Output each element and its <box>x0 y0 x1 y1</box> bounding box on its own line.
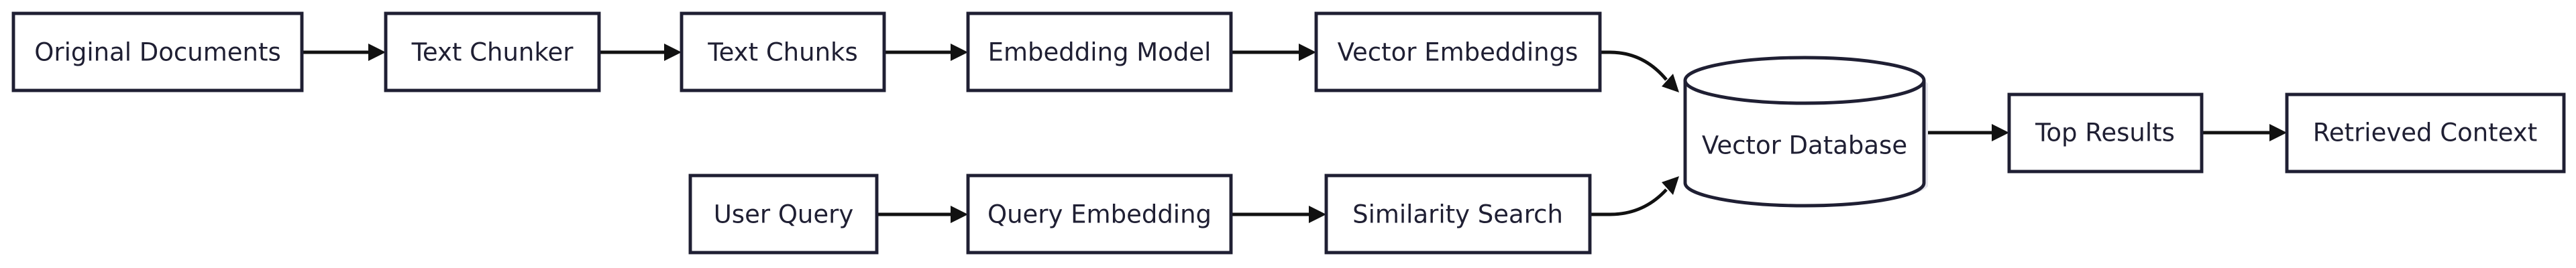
edge-text-chunks-to-embedding-model <box>884 44 968 61</box>
edge-top-results-to-retrieved-context <box>2202 124 2287 141</box>
edge-similarity-search-to-vector-database <box>1590 176 1679 216</box>
node-label: Vector Embeddings <box>1338 38 1578 67</box>
node-label: Text Chunks <box>707 38 857 67</box>
arrow-head <box>1662 176 1679 195</box>
node-box <box>1324 174 1592 255</box>
arrow-head <box>951 206 968 223</box>
arrow-head <box>2269 124 2287 141</box>
edges <box>302 44 2287 223</box>
node-box <box>966 174 1233 255</box>
arrow-head <box>1662 74 1679 92</box>
node-text-chunks: Text Chunks <box>680 11 886 92</box>
node-box <box>384 11 601 92</box>
node-text-chunker: Text Chunker <box>384 11 601 92</box>
node-box <box>1314 11 1602 92</box>
node-label: Top Results <box>2035 119 2175 147</box>
node-vector-database: Vector Database <box>1683 56 1928 208</box>
node-top-ellipse <box>1683 56 1926 105</box>
arrow-head <box>1309 206 1326 223</box>
edge-vector-database-to-top-results <box>1924 124 2009 141</box>
node-label: Similarity Search <box>1352 200 1563 229</box>
edge-text-chunker-to-text-chunks <box>599 44 682 61</box>
node-box <box>966 11 1233 92</box>
node-label: Vector Database <box>1702 131 1907 160</box>
node-box <box>2007 92 2204 174</box>
arrow-head <box>1992 124 2009 141</box>
node-label: Query Embedding <box>987 200 1212 229</box>
edge-line <box>1600 50 1668 81</box>
node-box <box>1683 80 1926 208</box>
node-box <box>680 11 886 92</box>
nodes: Original Documents Text Chunker Text Chu… <box>11 11 2566 255</box>
edge-embedding-model-to-vector-embeddings <box>1231 44 1316 61</box>
node-label: Text Chunker <box>411 38 574 67</box>
arrow-head <box>368 44 386 61</box>
node-label: Embedding Model <box>988 38 1212 67</box>
node-label: Original Documents <box>34 38 281 67</box>
arrow-head <box>664 44 682 61</box>
node-query-embedding: Query Embedding <box>966 174 1233 255</box>
node-similarity-search: Similarity Search <box>1324 174 1592 255</box>
node-vector-embeddings: Vector Embeddings <box>1314 11 1602 92</box>
node-label: Retrieved Context <box>2313 119 2537 147</box>
edge-query-embedding-to-similarity-search <box>1231 206 1326 223</box>
arrow-head <box>951 44 968 61</box>
node-top-results: Top Results <box>2007 92 2204 174</box>
node-user-query: User Query <box>688 174 879 255</box>
node-retrieved-context: Retrieved Context <box>2285 92 2566 174</box>
node-original-documents: Original Documents <box>11 11 304 92</box>
node-label: User Query <box>714 200 854 229</box>
edge-vector-embeddings-to-vector-database <box>1600 50 1679 92</box>
edge-user-query-to-query-embedding <box>877 206 968 223</box>
arrow-head <box>1299 44 1316 61</box>
node-box <box>2285 92 2566 174</box>
node-box <box>688 174 879 255</box>
edge-original-documents-to-text-chunker <box>302 44 386 61</box>
edge-line <box>1590 188 1668 216</box>
node-box <box>11 11 304 92</box>
node-embedding-model: Embedding Model <box>966 11 1233 92</box>
